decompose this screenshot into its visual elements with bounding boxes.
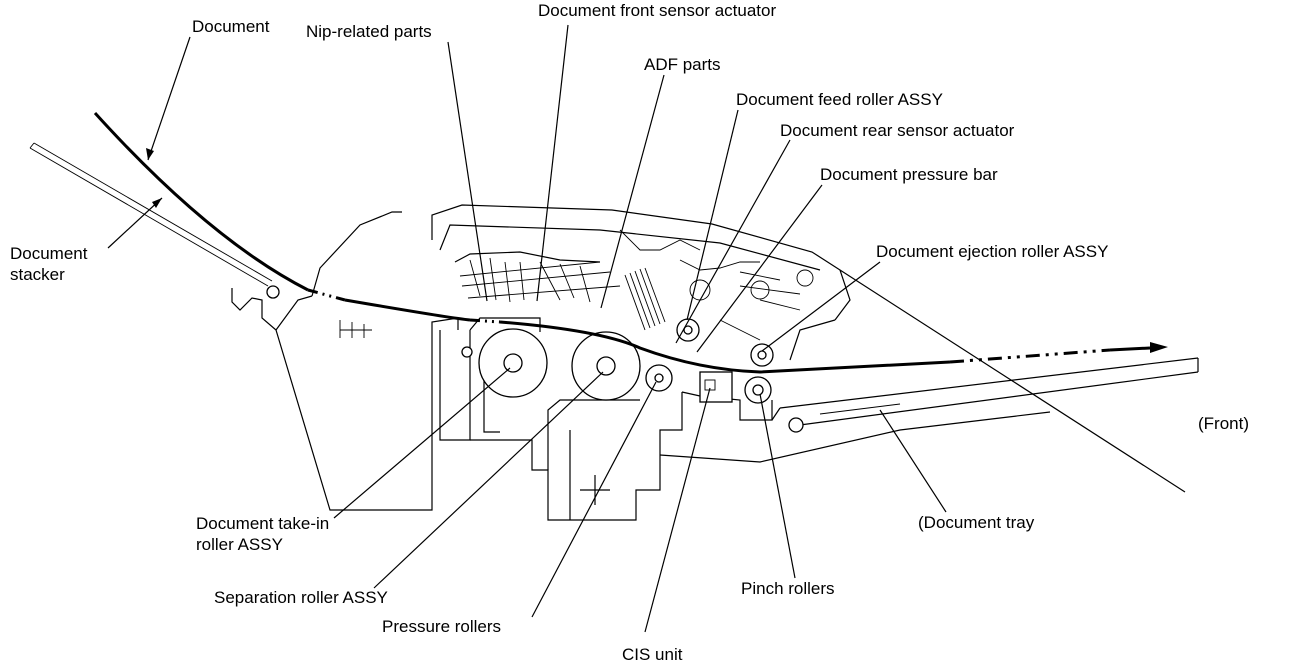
- leader-document: [147, 36, 191, 161]
- leader-front-sensor: [536, 24, 569, 302]
- leader-separation-roller: [373, 371, 604, 589]
- label-nip-related-parts: Nip-related parts: [306, 22, 432, 41]
- leader-rear-sensor: [675, 139, 791, 344]
- rollers: [266, 285, 774, 404]
- label-document-ejection-roller-assy: Document ejection roller ASSY: [876, 242, 1109, 261]
- label-document-pressure-bar: Document pressure bar: [820, 165, 998, 184]
- label-pinch-rollers: Pinch rollers: [741, 579, 835, 598]
- leader-adf-parts: [600, 74, 665, 309]
- label-cis-unit: CIS unit: [622, 645, 683, 664]
- leader-document-stacker: [107, 197, 163, 249]
- label-document-rear-sensor-actuator: Document rear sensor actuator: [780, 121, 1015, 140]
- leader-nip-related: [447, 41, 488, 302]
- adf-upper-unit: [311, 204, 1186, 493]
- leader-cis-unit: [644, 387, 711, 633]
- label-separation-roller-assy: Separation roller ASSY: [214, 588, 388, 607]
- label-document-tray: (Document tray: [918, 513, 1035, 532]
- leader-document-tray: [879, 409, 947, 513]
- label-document: Document: [192, 17, 270, 36]
- lower-frame: [231, 288, 1051, 521]
- document-tray: [771, 357, 1199, 433]
- document-stacker-rail: [29, 142, 273, 287]
- label-front: (Front): [1198, 414, 1249, 433]
- label-document-stacker: Document stacker: [10, 244, 88, 284]
- leader-take-in-roller: [333, 367, 511, 519]
- leader-ejection-roller: [761, 261, 881, 352]
- leader-lines: [107, 24, 947, 633]
- leader-feed-roller: [686, 109, 739, 321]
- label-document-feed-roller-assy: Document feed roller ASSY: [736, 90, 943, 109]
- leader-pinch-rollers: [759, 393, 796, 579]
- label-pressure-rollers: Pressure rollers: [382, 617, 502, 636]
- label-adf-parts: ADF parts: [644, 55, 721, 74]
- label-document-front-sensor-actuator: Document front sensor actuator: [538, 1, 777, 20]
- document-paper-path: [93, 111, 1168, 374]
- leader-pressure-rollers: [531, 381, 657, 618]
- label-document-take-in-roller-assy: Document take-in roller ASSY: [196, 514, 330, 554]
- leader-pressure-bar: [696, 184, 823, 353]
